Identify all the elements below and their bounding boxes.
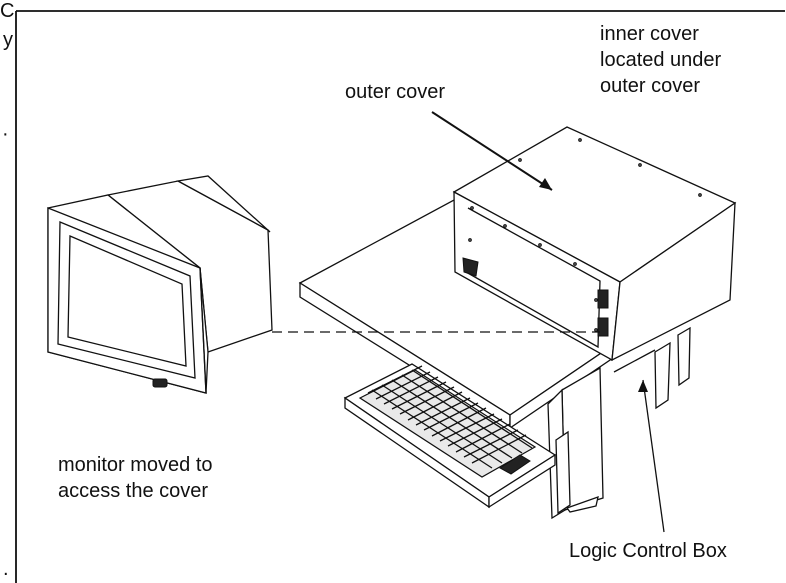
svg-text:inner cover: inner cover bbox=[600, 23, 699, 45]
svg-text:access the cover: access the cover bbox=[58, 480, 208, 502]
svg-text:monitor moved to: monitor moved to bbox=[58, 454, 213, 476]
outer-cover-label: outer cover bbox=[345, 81, 445, 103]
monitor bbox=[47, 175, 273, 394]
edge-glyph-bottom: . bbox=[3, 558, 9, 580]
outer-cover-arrow bbox=[431, 111, 553, 191]
edge-glyph-top: C bbox=[0, 0, 14, 22]
keyboard bbox=[343, 363, 557, 509]
logic-control-box-label: Logic Control Box bbox=[569, 540, 727, 562]
desk bbox=[298, 199, 691, 520]
figure-frame bbox=[15, 10, 785, 583]
svg-text:located under: located under bbox=[600, 49, 722, 71]
monitor-moved-label: monitor moved to access the cover bbox=[58, 454, 213, 502]
edge-glyph-middle: · bbox=[2, 123, 9, 145]
svg-text:outer cover: outer cover bbox=[600, 75, 700, 97]
logic-control-box-arrow bbox=[638, 379, 665, 533]
logic-control-box bbox=[452, 126, 737, 373]
inner-cover-label: inner cover located under outer cover bbox=[600, 23, 722, 97]
edge-glyph-second: y bbox=[3, 29, 13, 51]
